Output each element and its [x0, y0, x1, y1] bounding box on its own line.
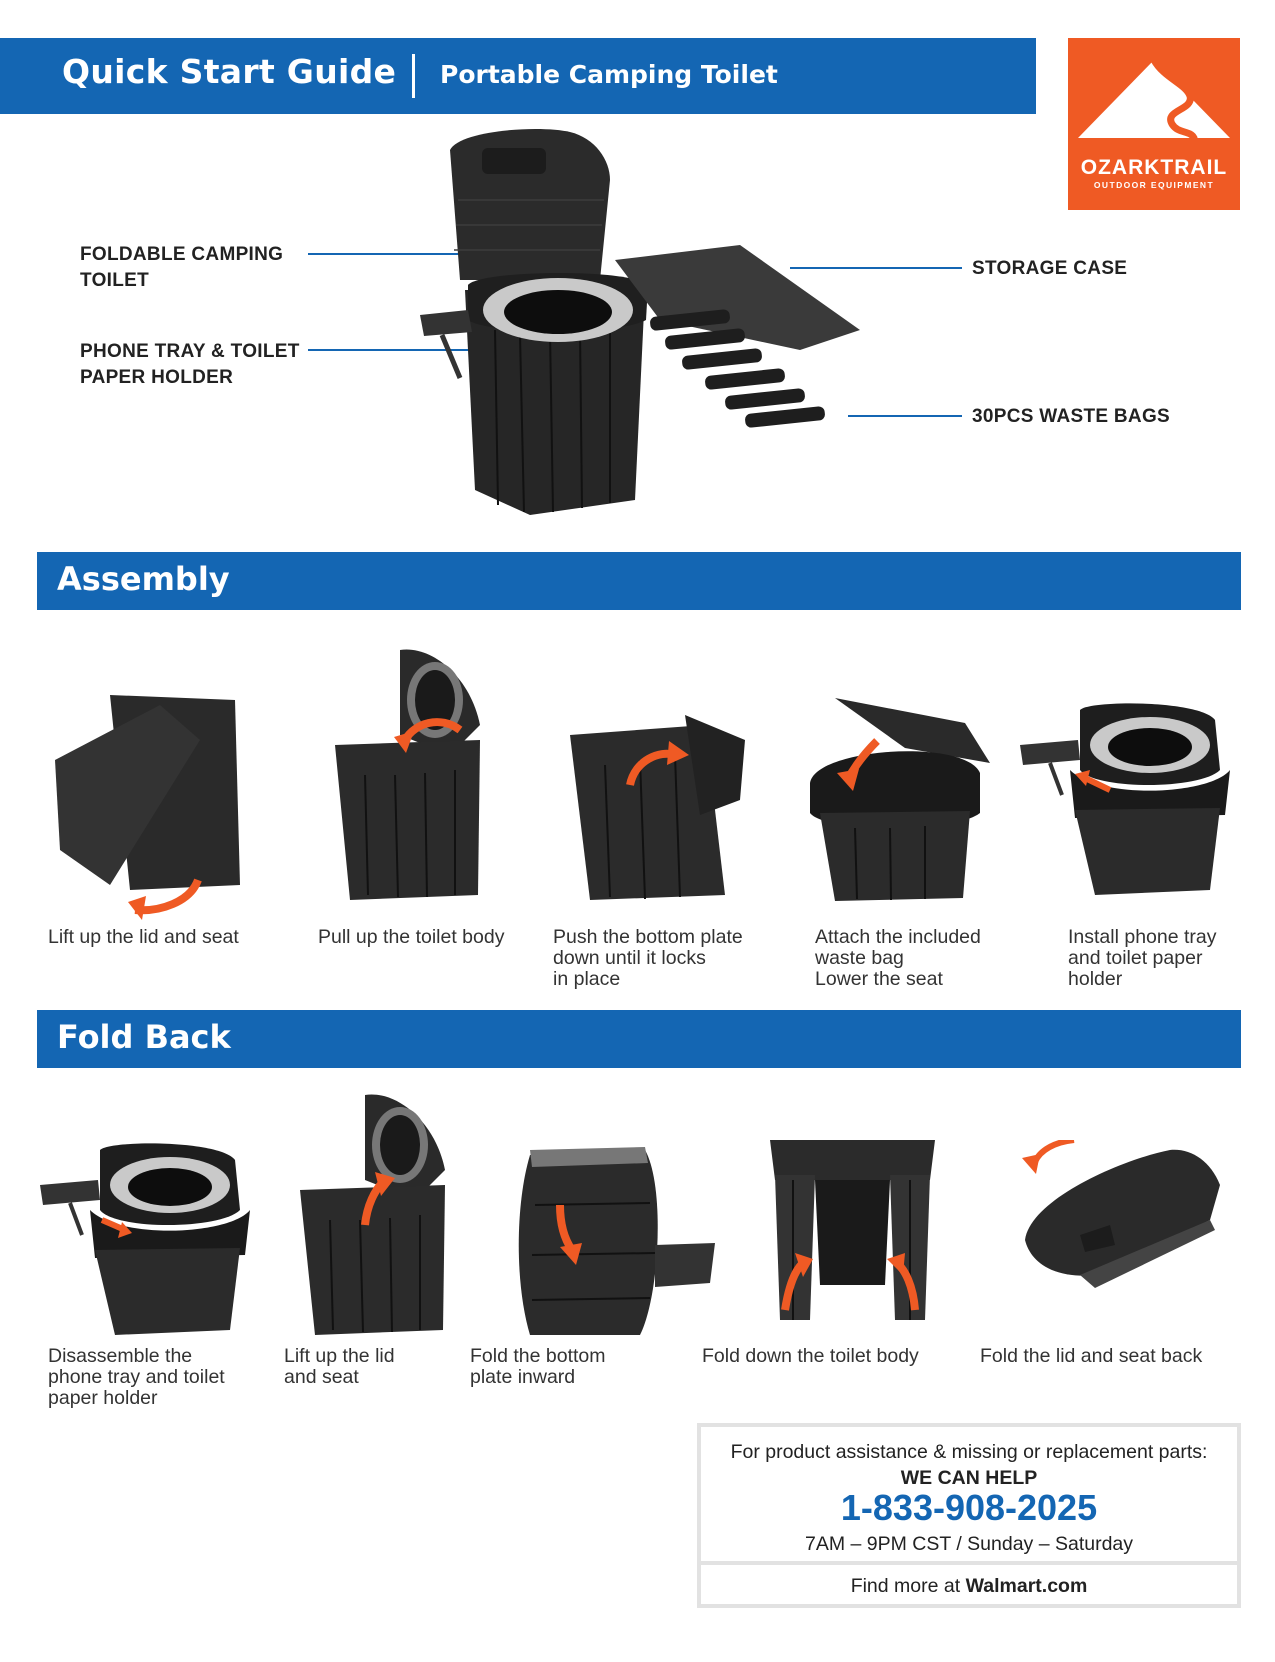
assembly-step-1-image [50, 690, 250, 920]
header-bar: Quick Start Guide Portable Camping Toile… [0, 38, 1036, 114]
assembly-title: Assembly [57, 560, 230, 598]
leader-line-case [790, 267, 962, 269]
foldback-step-2-image [295, 1090, 475, 1340]
foldback-title: Fold Back [57, 1018, 231, 1056]
assembly-step-4-image [805, 693, 995, 903]
foldback-step-4-image [765, 1135, 945, 1325]
help-phone-link[interactable]: 1-833-908-2025 [840, 1487, 1098, 1528]
foldback-step-3-caption: Fold the bottom plate inward [470, 1345, 606, 1388]
ozark-trail-logo: OZARKTRAIL OUTDOOR EQUIPMENT [1068, 38, 1240, 210]
foldback-step-4-caption: Fold down the toilet body [702, 1345, 919, 1367]
product-title: Portable Camping Toilet [440, 60, 778, 89]
help-heading: WE CAN HELP [900, 1467, 1038, 1489]
hero-product-image [420, 129, 860, 515]
assembly-section-header: Assembly [37, 552, 1241, 610]
help-find-more: Find more at Walmart.com [701, 1575, 1237, 1598]
callout-phone-tray: PHONE TRAY & TOILET PAPER HOLDER [80, 341, 300, 388]
assembly-step-3-caption: Push the bottom plate down until it lock… [553, 926, 743, 990]
foldback-section-header: Fold Back [37, 1010, 1241, 1068]
help-hours: 7AM – 9PM CST / Sunday – Saturday [804, 1533, 1134, 1555]
storage-case [615, 245, 860, 350]
foldback-step-3-image [510, 1145, 725, 1340]
toilet-body [465, 290, 645, 515]
callout-foldable-toilet: FOLDABLE CAMPING TOILET [80, 244, 284, 291]
assembly-step-4-caption: Attach the included waste bag Lower the … [815, 926, 981, 990]
help-intro: For product assistance & missing or repl… [730, 1441, 1208, 1463]
callout-storage-case: STORAGE CASE [972, 258, 1128, 279]
assembly-step-5-image [1020, 700, 1235, 900]
foldback-step-5-caption: Fold the lid and seat back [980, 1345, 1203, 1367]
callout-waste-bags: 30PCS WASTE BAGS [972, 406, 1171, 427]
header-separator [412, 54, 415, 98]
foldback-step-1-caption: Disassemble the phone tray and toilet pa… [48, 1345, 225, 1409]
foldback-step-5-image [1010, 1140, 1230, 1300]
waste-bag-rolls [650, 309, 825, 428]
assembly-step-2-image [330, 645, 510, 905]
leader-line-tray [308, 349, 488, 351]
leader-line-bags [848, 415, 962, 417]
assembly-step-2-caption: Pull up the toilet body [318, 926, 505, 948]
help-box: For product assistance & missing or repl… [697, 1423, 1241, 1608]
mountain-icon [1078, 56, 1230, 142]
arrow-icon [1083, 775, 1112, 793]
help-find-prefix: Find more at [850, 1575, 966, 1597]
leader-line-toilet [308, 253, 480, 255]
assembly-step-3-image [565, 705, 765, 905]
phone-tray [420, 310, 472, 336]
foldback-step-1-image [40, 1140, 255, 1340]
walmart-link[interactable]: Walmart.com [965, 1575, 1088, 1597]
foldback-step-2-caption: Lift up the lid and seat [284, 1345, 395, 1388]
help-divider [701, 1561, 1237, 1565]
logo-brand-text: OZARKTRAIL [1080, 156, 1228, 179]
assembly-step-5-caption: Install phone tray and toilet paper hold… [1068, 926, 1217, 990]
arrow-icon [1032, 1140, 1075, 1164]
logo-tagline: OUTDOOR EQUIPMENT [1093, 180, 1215, 190]
assembly-step-1-caption: Lift up the lid and seat [48, 926, 239, 948]
guide-title: Quick Start Guide [62, 52, 397, 91]
